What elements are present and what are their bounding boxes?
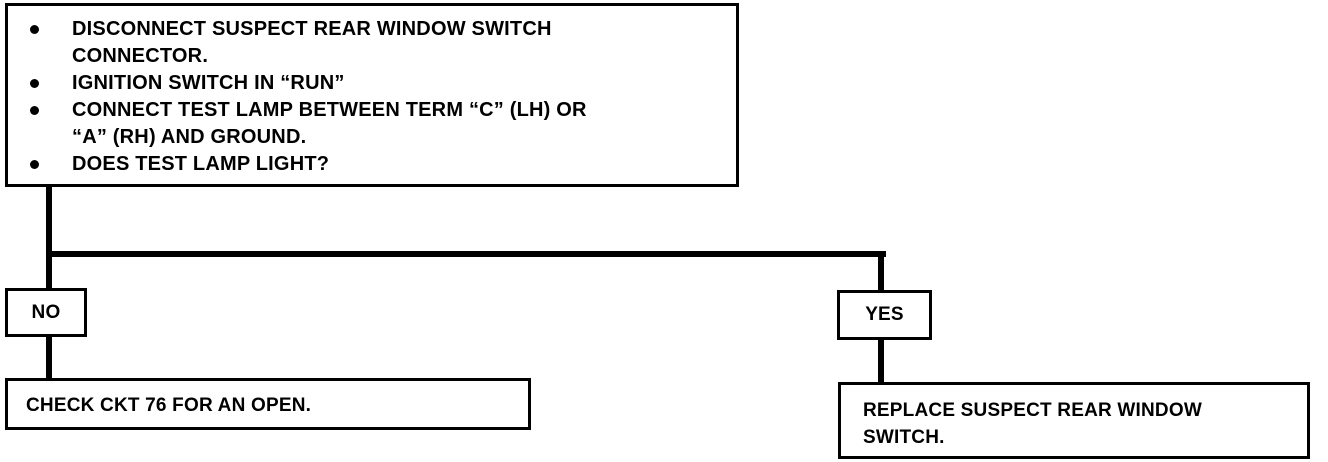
yes-branch-label: YES (837, 290, 932, 340)
yes-result-box: REPLACE SUSPECT REAR WINDOW SWITCH. (838, 382, 1310, 459)
step-text-line: IGNITION SWITCH IN “RUN” (72, 72, 345, 94)
bullet-icon (30, 79, 39, 88)
step-ignition-run: IGNITION SWITCH IN “RUN” (28, 70, 724, 97)
trunk-line (46, 186, 52, 289)
yes-result-text-line: SWITCH. (863, 427, 945, 448)
no-branch-label: NO (5, 288, 87, 337)
step-text-line: DISCONNECT SUSPECT REAR WINDOW SWITCH (72, 18, 552, 40)
no-result-text: CHECK CKT 76 FOR AN OPEN. (26, 395, 312, 416)
horizontal-split-line (46, 251, 886, 257)
yes-result-line (878, 339, 884, 383)
no-result-box: CHECK CKT 76 FOR AN OPEN. (5, 378, 531, 430)
step-text-line: CONNECT TEST LAMP BETWEEN TERM “C” (LH) … (72, 99, 587, 121)
yes-label-text: YES (865, 304, 904, 325)
step-text-line: “A” (RH) AND GROUND. (72, 126, 307, 148)
step-test-lamp-question: DOES TEST LAMP LIGHT? (28, 151, 724, 178)
test-procedure-box: DISCONNECT SUSPECT REAR WINDOW SWITCH CO… (5, 3, 739, 187)
step-connect-test-lamp: CONNECT TEST LAMP BETWEEN TERM “C” (LH) … (28, 97, 724, 151)
step-disconnect-connector: DISCONNECT SUSPECT REAR WINDOW SWITCH CO… (28, 16, 724, 70)
bullet-icon (30, 106, 39, 115)
no-label-text: NO (31, 301, 61, 323)
bullet-icon (30, 25, 39, 34)
yes-drop-line (878, 251, 884, 291)
yes-result-text-line: REPLACE SUSPECT REAR WINDOW (863, 400, 1202, 421)
procedure-steps: DISCONNECT SUSPECT REAR WINDOW SWITCH CO… (28, 16, 724, 178)
step-text-line: DOES TEST LAMP LIGHT? (72, 153, 330, 175)
step-text-line: CONNECTOR. (72, 45, 209, 67)
no-result-line (46, 336, 52, 379)
bullet-icon (30, 160, 39, 169)
